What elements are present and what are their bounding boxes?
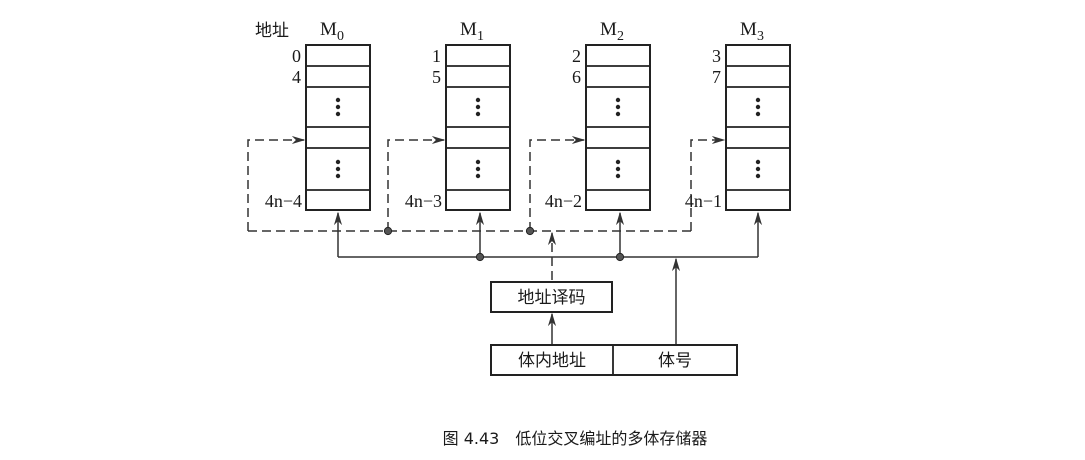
ellipsis-icon: [335, 97, 341, 117]
last-address-label: 4n−4: [265, 191, 302, 211]
address-label: 6: [572, 67, 581, 87]
last-address-label: 4n−3: [405, 191, 442, 211]
module-number-field: 体号: [658, 351, 692, 371]
address-label: 3: [712, 46, 721, 66]
address-label: 2: [572, 46, 581, 66]
dashed-address-bus: [247, 135, 726, 280]
memory-module-1: M1 15 4n−3: [405, 19, 511, 211]
junction-dot: [615, 252, 625, 262]
memory-module-2: M2 26 4n−2: [545, 19, 651, 211]
junction-dot: [383, 226, 393, 236]
inner-address-field: 体内地址: [518, 351, 586, 371]
last-address-label: 4n−2: [545, 191, 582, 211]
last-address-label: 4n−1: [685, 191, 722, 211]
memory-module-3: M3 37 4n−1: [685, 19, 791, 211]
address-decoder: 地址译码: [490, 281, 613, 313]
module-title: M0: [320, 19, 344, 44]
address-register: 体内地址 体号: [490, 344, 738, 376]
ellipsis-icon: [475, 97, 481, 117]
module-title: M3: [740, 19, 764, 44]
ellipsis-icon: [615, 97, 621, 117]
module-title: M1: [460, 19, 484, 44]
address-label: 1: [432, 46, 441, 66]
ellipsis-icon: [755, 159, 761, 179]
decoder-label: 地址译码: [518, 288, 586, 308]
address-label: 0: [292, 46, 301, 66]
junction-dot: [525, 226, 535, 236]
junction-dot: [475, 252, 485, 262]
ellipsis-icon: [755, 97, 761, 117]
memory-module-0: M0 04 4n−4: [265, 19, 371, 211]
ellipsis-icon: [615, 159, 621, 179]
memory-modules: M0 04 4n−4 M1 15 4n−3 M2 26 4n−2 M3 37 4n−1: [265, 19, 791, 211]
ellipsis-icon: [475, 159, 481, 179]
address-column-header: 地址: [255, 21, 289, 41]
address-label: 7: [712, 67, 721, 87]
address-label: 5: [432, 67, 441, 87]
address-label: 4: [292, 67, 301, 87]
solid-select-bus: [333, 211, 763, 345]
ellipsis-icon: [335, 159, 341, 179]
module-title: M2: [600, 19, 624, 44]
figure-caption: 图 4.43 低位交叉编址的多体存储器: [443, 429, 708, 448]
